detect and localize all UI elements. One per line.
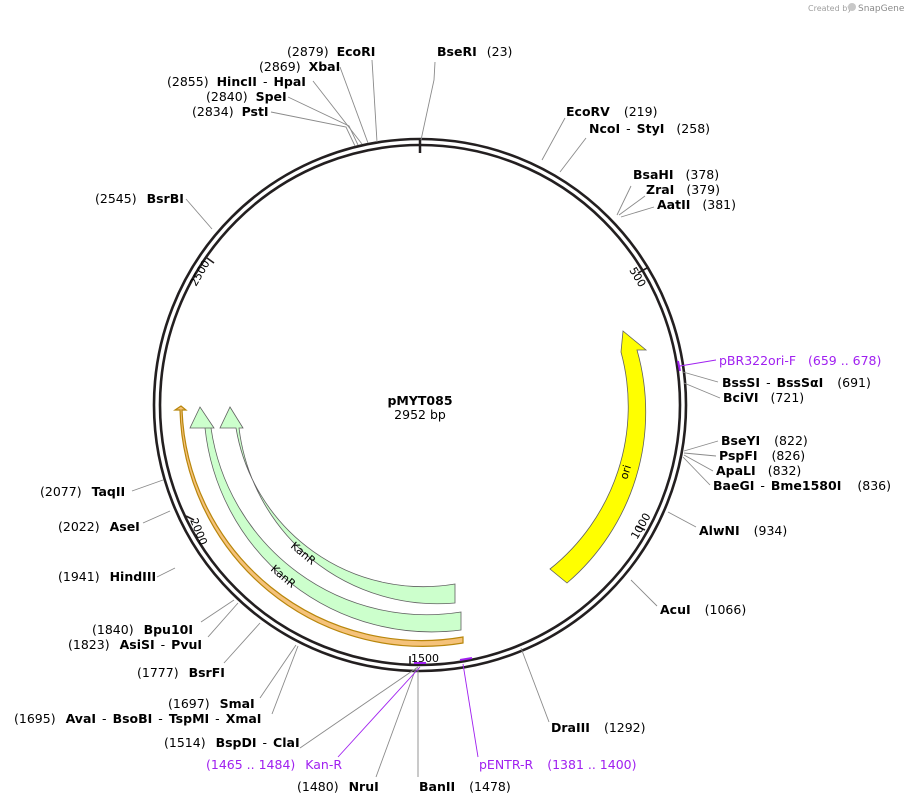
site-ecori[interactable]: (2879)EcoRI [287,44,375,59]
tick-label-2000: 2000 [187,516,210,547]
site-bpu10i[interactable]: (1840)Bpu10I [92,622,193,637]
site-ncoi-styi[interactable]: NcoI-StyI(258) [589,121,710,136]
primer-pbr322ori-f[interactable]: pBR322ori-F(659 .. 678) [719,353,881,368]
kanr-highlight-band [173,405,464,647]
kanr-feature-1[interactable] [189,406,462,633]
snapgene-logo-icon [848,3,856,11]
plasmid-size: 2952 bp [394,407,446,422]
ori-feature[interactable] [549,330,648,584]
tick-label-2500: 2500 [187,258,212,289]
site-apali[interactable]: ApaLI(832) [716,463,801,478]
credit-brand: SnapGene [858,4,905,14]
leader-lines [131,59,721,778]
site-bsrfi[interactable]: (1777)BsrFI [137,665,225,680]
primer-kan-r[interactable]: (1465 .. 1484)Kan-R [206,757,342,772]
primer-leader-lines [337,359,717,758]
site-banii[interactable]: BanII(1478) [419,779,511,794]
site-baegi-bme1580i[interactable]: BaeGI-Bme1580I(836) [713,478,891,493]
site-psti[interactable]: (2834)PstI [192,104,269,119]
primer-mark-pentr-r [459,657,473,661]
site-bspdi-clai[interactable]: (1514)BspDI-ClaI [164,735,300,750]
ori-label: ori [617,463,634,480]
site-alwni[interactable]: AlwNI(934) [699,523,787,538]
site-bsrbi[interactable]: (2545)BsrBI [95,191,184,206]
site-xbai[interactable]: (2869)XbaI [259,59,340,74]
tick-mark-1000 [635,525,646,531]
site-asei[interactable]: (2022)AseI [58,519,140,534]
site-pspfi[interactable]: PspFI(826) [719,448,805,463]
credit-prefix: Created by [808,4,852,13]
site-spei[interactable]: (2840)SpeI [206,89,287,104]
site-smai[interactable]: (1697)SmaI [168,696,255,711]
site-hindiii[interactable]: (1941)HindIII [58,569,156,584]
site-avai-bsobi-tspmi-xmai[interactable]: (1695)AvaI-BsoBI-TspMI-XmaI [14,711,261,726]
tick-mark-2000 [185,515,195,521]
site-aatii[interactable]: AatII(381) [657,197,736,212]
tick-label-1500: 1500 [411,652,439,665]
site-bseyi[interactable]: BseYI(822) [721,433,808,448]
kanr-feature-2[interactable] [219,406,456,605]
site-bsssi-bsssai[interactable]: BssSI-BssSαI(691) [722,375,871,390]
backbone-outer [152,137,688,673]
tick-mark-2500 [206,257,215,264]
plasmid-name: pMYT085 [387,393,452,408]
site-acui[interactable]: AcuI(1066) [660,602,746,617]
site-draiii[interactable]: DraIII(1292) [551,720,646,735]
site-asisi-pvui[interactable]: (1823)AsiSI-PvuI [68,637,202,652]
site-ecorv[interactable]: EcoRV(219) [566,104,657,119]
site-hincii-hpai[interactable]: (2855)HincII-HpaI [167,74,306,89]
tick-mark-500 [637,267,648,274]
site-bseri[interactable]: BseRI(23) [437,44,512,59]
primer-pentr-r[interactable]: pENTR-R(1381 .. 1400) [479,757,636,772]
site-bcivi[interactable]: BciVI(721) [723,390,804,405]
site-nrui[interactable]: (1480)NruI [297,779,379,794]
site-bsahi[interactable]: BsaHI(378) [633,167,719,182]
primer-mark-pbr322ori-f [677,360,681,372]
site-zrai[interactable]: ZraI(379) [646,182,720,197]
site-taqii[interactable]: (2077)TaqII [40,484,125,499]
